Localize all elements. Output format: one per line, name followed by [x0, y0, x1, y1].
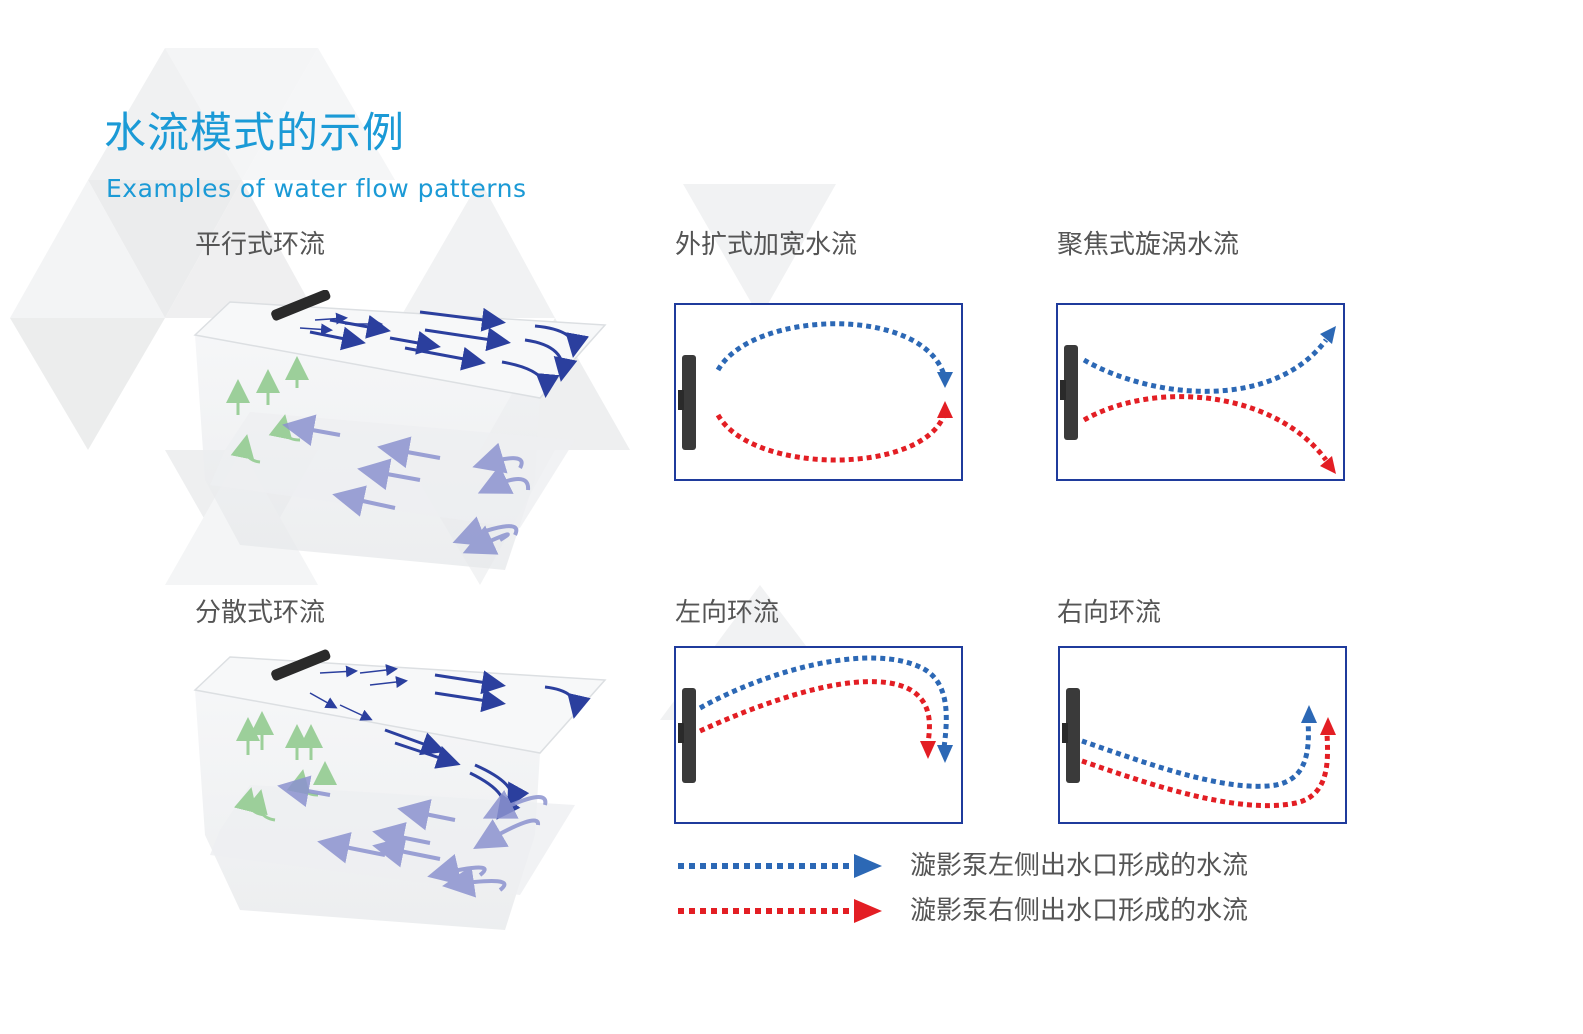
- pump-icon: [1062, 688, 1080, 783]
- legend-blue-arrow: [678, 854, 882, 878]
- flow-diagram-expand: [674, 303, 963, 481]
- legend-red-arrow: [678, 899, 882, 923]
- pump-icon: [1060, 345, 1078, 440]
- pump-icon: [678, 355, 696, 450]
- pump-icon: [678, 688, 696, 783]
- tank-diagram-scatter: [193, 649, 607, 930]
- pattern-label-right: 右向环流: [1057, 598, 1162, 628]
- pattern-label-left: 左向环流: [675, 598, 780, 628]
- pump-icon: [271, 649, 331, 681]
- pattern-label-parallel: 平行式环流: [195, 230, 326, 260]
- pattern-label-focus: 聚焦式旋涡水流: [1057, 230, 1240, 260]
- page-subtitle: Examples of water flow patterns: [106, 174, 527, 203]
- legend-swatches: [678, 854, 882, 923]
- pump-icon: [271, 290, 331, 321]
- flow-diagram-right: [1058, 646, 1347, 824]
- legend-left-outlet-label: 漩影泵左侧出水口形成的水流: [910, 851, 1249, 881]
- pattern-label-scatter: 分散式环流: [195, 598, 326, 628]
- pattern-label-expand: 外扩式加宽水流: [675, 230, 858, 260]
- page-title: 水流模式的示例: [104, 108, 406, 157]
- flow-diagram-focus: [1056, 303, 1345, 481]
- tank-diagram-parallel: [193, 290, 607, 570]
- flow-diagram-left: [674, 646, 963, 824]
- legend-right-outlet-label: 漩影泵右侧出水口形成的水流: [910, 896, 1249, 926]
